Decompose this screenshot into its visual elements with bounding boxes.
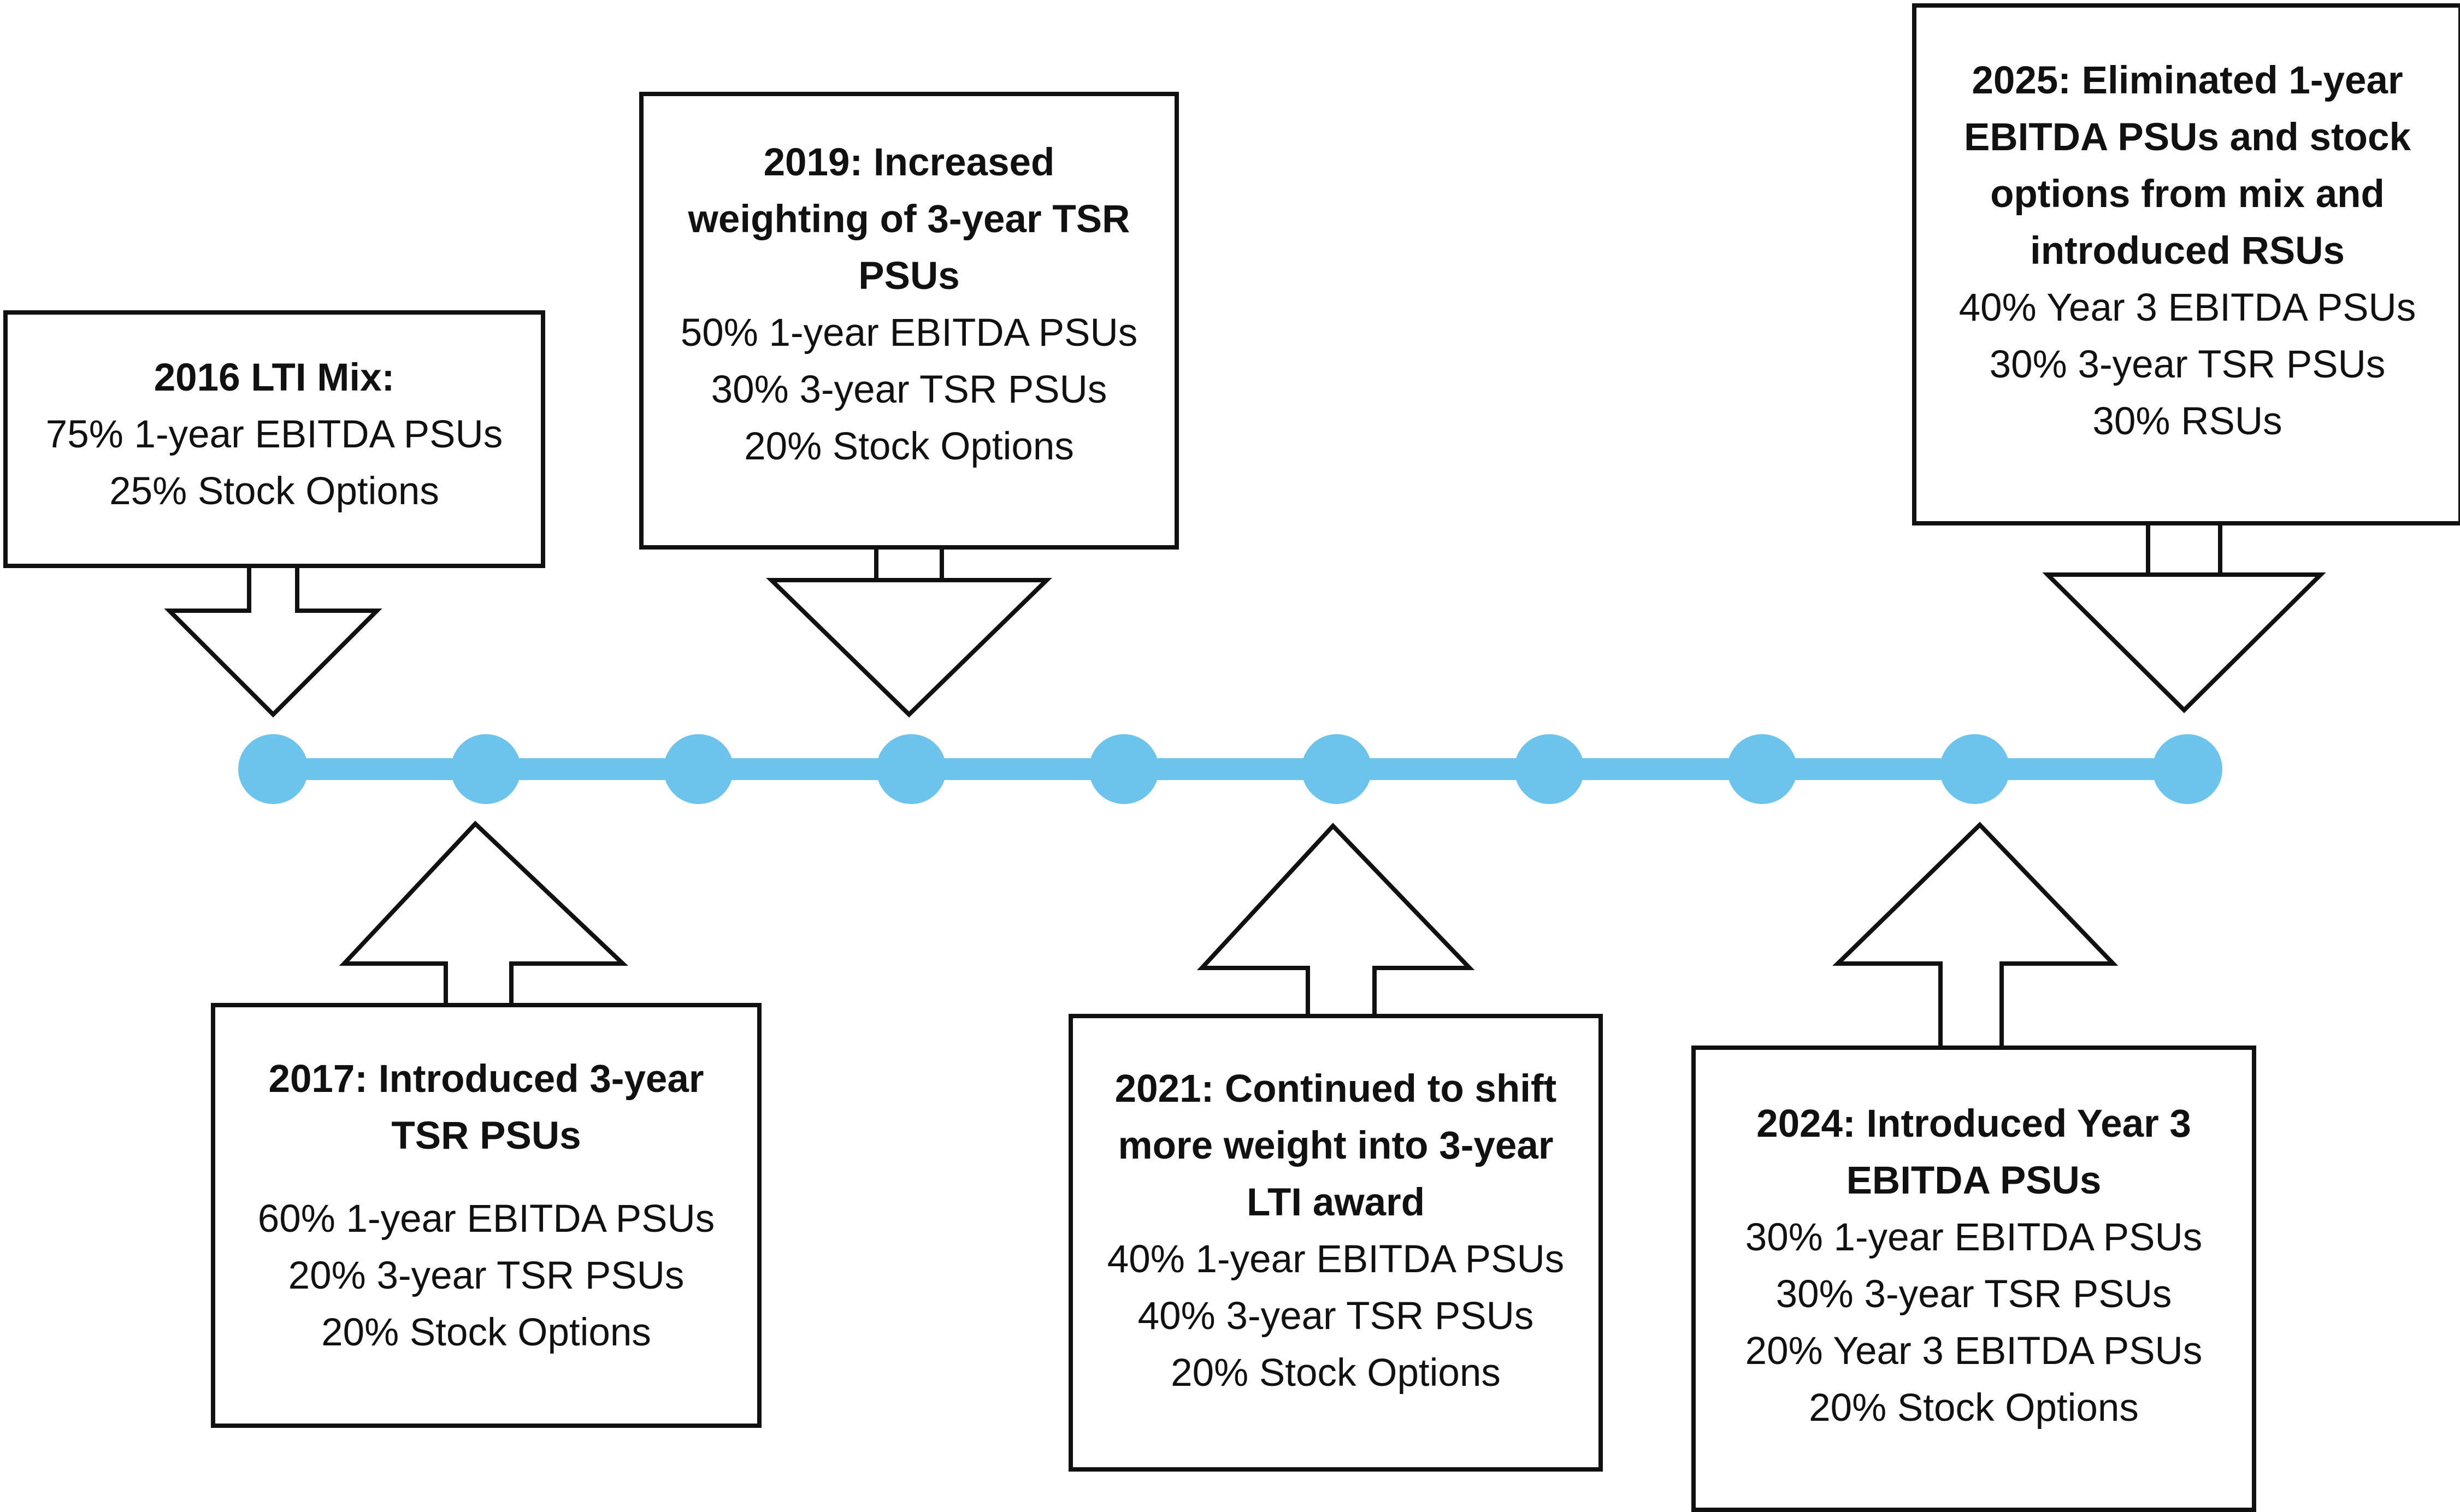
callout-2024: 2024: Introduced Year 3 EBITDA PSUs 30% … [1694, 1096, 2254, 1437]
arrow-up-2017 [339, 820, 629, 1007]
timeline-dot [238, 734, 308, 804]
arrow-down-2025 [2042, 521, 2326, 713]
callout-2019: 2019: Increased weighting of 3-year TSR … [641, 134, 1177, 475]
timeline-dot [2152, 734, 2222, 804]
callout-2021-line: 20% Stock Options [1171, 1351, 1501, 1395]
timeline-dot [451, 734, 521, 804]
callout-2024-title: 2024: Introduced Year 3 [1756, 1102, 2191, 1145]
callout-2019-line: 20% Stock Options [744, 425, 1074, 468]
arrow-up-2021 [1196, 823, 1475, 1018]
callout-box-2016 [3, 310, 545, 568]
callout-2025-title: introduced RSUs [2030, 229, 2345, 273]
timeline-dot [1514, 734, 1584, 804]
callout-2016-line: 75% 1-year EBITDA PSUs [45, 413, 503, 456]
timeline-dot [1939, 734, 2010, 804]
callout-2019-title: 2019: Increased [763, 141, 1055, 184]
callout-box-2017 [211, 1003, 762, 1428]
callout-2021-title: 2021: Continued to shift [1114, 1067, 1557, 1111]
timeline-dot [876, 734, 946, 804]
callout-2016-line: 25% Stock Options [109, 470, 439, 513]
timeline-dot [1089, 734, 1159, 804]
timeline-dots [238, 734, 2222, 804]
callout-2025-title: EBITDA PSUs and stock [1964, 116, 2411, 159]
callout-2019-title: PSUs [858, 255, 960, 298]
callout-2021-line: 40% 3-year TSR PSUs [1137, 1295, 1534, 1338]
callout-2024-line: 20% Year 3 EBITDA PSUs [1745, 1330, 2203, 1373]
callout-2019-title: weighting of 3-year TSR [688, 198, 1130, 241]
callout-2017-title: 2017: Introduced 3-year [268, 1058, 704, 1101]
callout-2021-title: more weight into 3-year [1118, 1124, 1554, 1167]
callout-2016-title: 2016 LTI Mix: [154, 356, 395, 399]
callout-2017-line: 20% Stock Options [321, 1311, 651, 1354]
callout-2019-line: 50% 1-year EBITDA PSUs [680, 311, 1138, 355]
arrow-down-2016 [164, 564, 382, 718]
callout-2016: 2016 LTI Mix: 75% 1-year EBITDA PSUs 25%… [5, 350, 543, 520]
timeline-dot [663, 734, 734, 804]
timeline-dot [1727, 734, 1797, 804]
arrow-up-2024 [1832, 822, 2119, 1050]
arrow-down-2019 [766, 545, 1052, 718]
callout-2025-line: 30% 3-year TSR PSUs [1989, 343, 2386, 386]
callout-2024-title: EBITDA PSUs [1846, 1159, 2102, 1202]
callout-2024-line: 30% 1-year EBITDA PSUs [1745, 1216, 2203, 1259]
timeline-dot [1301, 734, 1372, 804]
callout-2021-title: LTI award [1246, 1181, 1425, 1224]
callout-2019-line: 30% 3-year TSR PSUs [711, 368, 1107, 411]
callout-2024-line: 30% 3-year TSR PSUs [1775, 1273, 2172, 1316]
callout-2017-line: 60% 1-year EBITDA PSUs [257, 1197, 715, 1241]
callout-2025-title: options from mix and [1990, 173, 2385, 216]
callout-2017-title: TSR PSUs [391, 1114, 581, 1157]
callout-box-2019 [639, 92, 1179, 550]
callout-2025-title: 2025: Eliminated 1-year [1972, 59, 2403, 102]
callout-2021-line: 40% 1-year EBITDA PSUs [1107, 1238, 1565, 1281]
callout-2021: 2021: Continued to shift more weight int… [1071, 1061, 1601, 1402]
callout-2017: 2017: Introduced 3-year TSR PSUs 60% 1-y… [213, 1051, 759, 1361]
callout-box-2024 [1691, 1046, 2256, 1512]
callout-2024-line: 20% Stock Options [1809, 1386, 2139, 1430]
callout-2025: 2025: Eliminated 1-year EBITDA PSUs and … [1914, 52, 2460, 450]
callout-2025-line: 40% Year 3 EBITDA PSUs [1958, 286, 2416, 329]
callout-box-2021 [1069, 1014, 1603, 1472]
callout-2025-line: 30% RSUs [2092, 400, 2282, 443]
callout-2017-line: 20% 3-year TSR PSUs [288, 1254, 685, 1297]
